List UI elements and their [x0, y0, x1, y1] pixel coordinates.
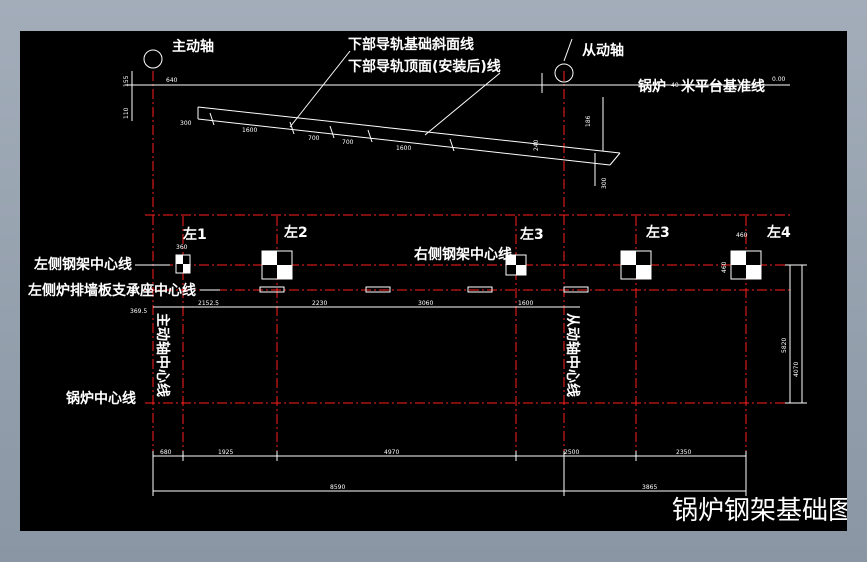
- column-bases: [175, 250, 762, 280]
- dim-460: 460: [736, 232, 748, 239]
- support-pad: [563, 286, 589, 293]
- column-label-3: 左3: [519, 226, 544, 243]
- dim-1600c: 1600: [518, 300, 533, 307]
- column-label-1: 左1: [182, 226, 207, 243]
- drawing-svg: 主动轴 从动轴 下部导轨基础斜面线 下部导轨顶面(安装后)线 锅炉 40 米平台…: [27, 36, 847, 526]
- dim-3060: 3060: [418, 300, 433, 307]
- right-frame-center-label: 右侧钢架中心线: [413, 246, 512, 263]
- dim-1600a: 1600: [242, 127, 257, 134]
- rail-slope-upper: [197, 106, 621, 154]
- dim-1925: 1925: [218, 449, 233, 456]
- column-label-2: 左2: [283, 224, 308, 241]
- column-base-left3b[interactable]: [620, 250, 652, 280]
- boiler-center-label: 锅炉中心线: [66, 390, 136, 407]
- drive-shaft-center-label: 主动轴中心线: [154, 313, 171, 397]
- dim-5820: 5820: [781, 338, 788, 353]
- dim-4970: 4970: [384, 449, 399, 456]
- dim-2152: 2152.5: [198, 300, 219, 307]
- dim-3865: 3865: [642, 484, 657, 491]
- leader-top: [424, 72, 501, 136]
- rail-top-label: 下部导轨顶面(安装后)线: [348, 58, 501, 75]
- support-pad: [259, 286, 285, 293]
- dim-460v: 460: [721, 261, 728, 273]
- wall-support-label: 左侧炉排墙板支承座中心线: [27, 282, 196, 299]
- dim-2230: 2230: [312, 300, 327, 307]
- drive-shaft-label: 主动轴: [172, 38, 214, 55]
- column-label-4: 左3: [645, 224, 670, 241]
- driven-shaft-circle: [554, 63, 574, 83]
- support-pad: [467, 286, 493, 293]
- platform-suffix: 米平台基准线: [681, 78, 765, 95]
- left-frame-center-label: 左侧钢架中心线: [33, 256, 132, 273]
- column-base-left2[interactable]: [261, 250, 293, 280]
- dim-369: 369.5: [130, 308, 147, 315]
- drive-shaft-circle: [143, 49, 163, 69]
- platform-level: 40: [671, 82, 679, 89]
- dim-8590: 8590: [330, 484, 345, 491]
- dim-300: 300: [180, 120, 192, 127]
- column-label-5: 左4: [766, 224, 791, 241]
- dim-155: 155: [123, 75, 130, 87]
- dim-2500: 2500: [564, 449, 579, 456]
- dim-640: 640: [166, 77, 178, 84]
- dim-2350: 2350: [676, 449, 691, 456]
- cad-drawing-canvas[interactable]: 主动轴 从动轴 下部导轨基础斜面线 下部导轨顶面(安装后)线 锅炉 40 米平台…: [20, 31, 847, 531]
- leader-slope: [289, 50, 351, 128]
- elevation-zero: 0.00: [772, 76, 786, 83]
- dim-700a: 700: [308, 135, 320, 142]
- support-pad: [365, 286, 391, 293]
- rail-slope-lower: [197, 118, 611, 166]
- driven-shaft-center-label: 从动轴中心线: [564, 313, 581, 397]
- rail-slope-label: 下部导轨基础斜面线: [348, 36, 474, 53]
- column-base-left1[interactable]: [175, 254, 191, 274]
- dim-240: 240: [533, 139, 540, 151]
- dim-300b: 300: [601, 177, 608, 189]
- drawing-title: 锅炉钢架基础图: [672, 496, 847, 526]
- column-base-left3a[interactable]: [505, 254, 527, 276]
- column-base-left4[interactable]: [730, 250, 762, 280]
- driven-shaft-label: 从动轴: [582, 42, 624, 59]
- dim-4070: 4070: [793, 362, 800, 377]
- dim-1600b: 1600: [396, 145, 411, 152]
- dim-110: 110: [123, 107, 130, 119]
- platform-prefix: 锅炉: [638, 78, 666, 95]
- dim-360: 360: [176, 244, 188, 251]
- dim-680: 680: [160, 449, 172, 456]
- dim-186: 186: [585, 115, 592, 127]
- dim-700b: 700: [342, 139, 354, 146]
